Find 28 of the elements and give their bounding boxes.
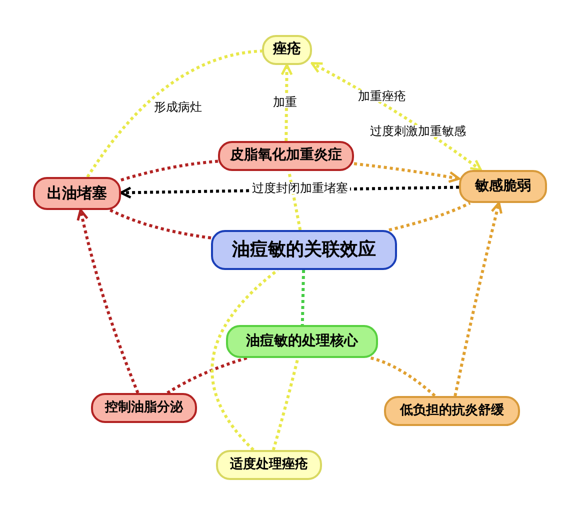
dotted-arrow (354, 162, 460, 183)
edge-label: 过度封闭加重堵塞 (250, 182, 350, 194)
dotted-arrow (310, 62, 482, 172)
rounded-box (226, 325, 378, 358)
edge-label: 加重痤疮 (356, 90, 408, 102)
rounded-box (262, 35, 312, 65)
annotation-text: 过度刺激加重敏感 (368, 125, 468, 137)
edge-label: 加重 (271, 96, 299, 108)
node-text: 痤疮 (273, 41, 301, 59)
rounded-box (384, 396, 520, 426)
node-text: 低负担的抗炎舒缓 (400, 402, 504, 420)
node-text: 油痘敏的关联效应 (232, 238, 376, 262)
dotted-arrow (454, 202, 502, 396)
rounded-box (459, 170, 547, 203)
node-text: 适度处理痤疮 (230, 456, 308, 474)
node-text: 出油堵塞 (47, 184, 107, 203)
dotted-arrow (76, 208, 140, 394)
dotted-arrow (280, 64, 293, 142)
rounded-box (218, 141, 354, 171)
rounded-box (211, 230, 397, 270)
rounded-box (33, 177, 121, 210)
rounded-box (216, 450, 322, 480)
edge-label: 形成病灶 (152, 101, 204, 113)
node-text: 敏感脆弱 (475, 178, 531, 196)
node-text: 控制油脂分泌 (105, 400, 183, 416)
node-text: 油痘敏的处理核心 (246, 332, 358, 350)
node-text: 皮脂氧化加重炎症 (230, 147, 342, 165)
rounded-box (91, 393, 197, 423)
